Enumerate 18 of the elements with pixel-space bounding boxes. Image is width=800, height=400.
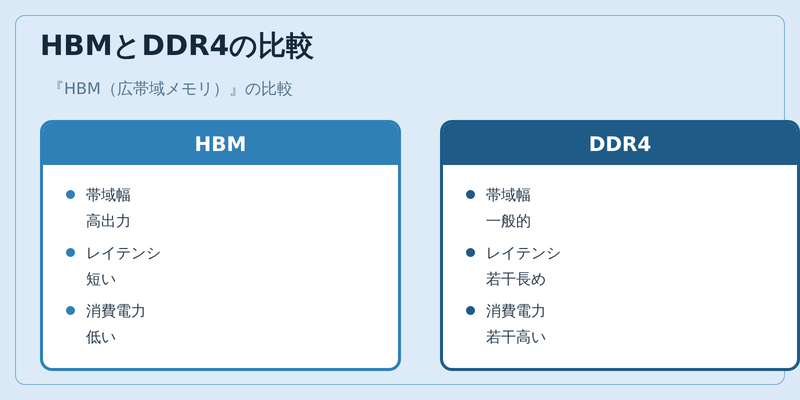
item-value: 短い xyxy=(86,269,116,289)
item-label: 帯域幅 xyxy=(86,185,131,205)
title: HBMとDDR4の比較 xyxy=(40,28,314,64)
item-label: 消費電力 xyxy=(86,301,146,321)
item-label: レイテンシ xyxy=(486,243,561,263)
item-label: 帯域幅 xyxy=(486,185,531,205)
item-value: 一般的 xyxy=(486,211,531,231)
card-header: DDR4 xyxy=(443,123,797,165)
item-value: 低い xyxy=(86,327,116,347)
item-value: 若干高い xyxy=(486,327,546,347)
item-label: レイテンシ xyxy=(86,243,161,263)
item-value: 若干長め xyxy=(486,269,546,289)
item-label: 消費電力 xyxy=(486,301,546,321)
item-value: 高出力 xyxy=(86,211,131,231)
comparison-card xyxy=(40,120,401,371)
card-header: HBM xyxy=(43,123,398,165)
subtitle: 『HBM（広帯域メモリ）』の比較 xyxy=(48,78,293,100)
comparison-card xyxy=(440,120,800,371)
